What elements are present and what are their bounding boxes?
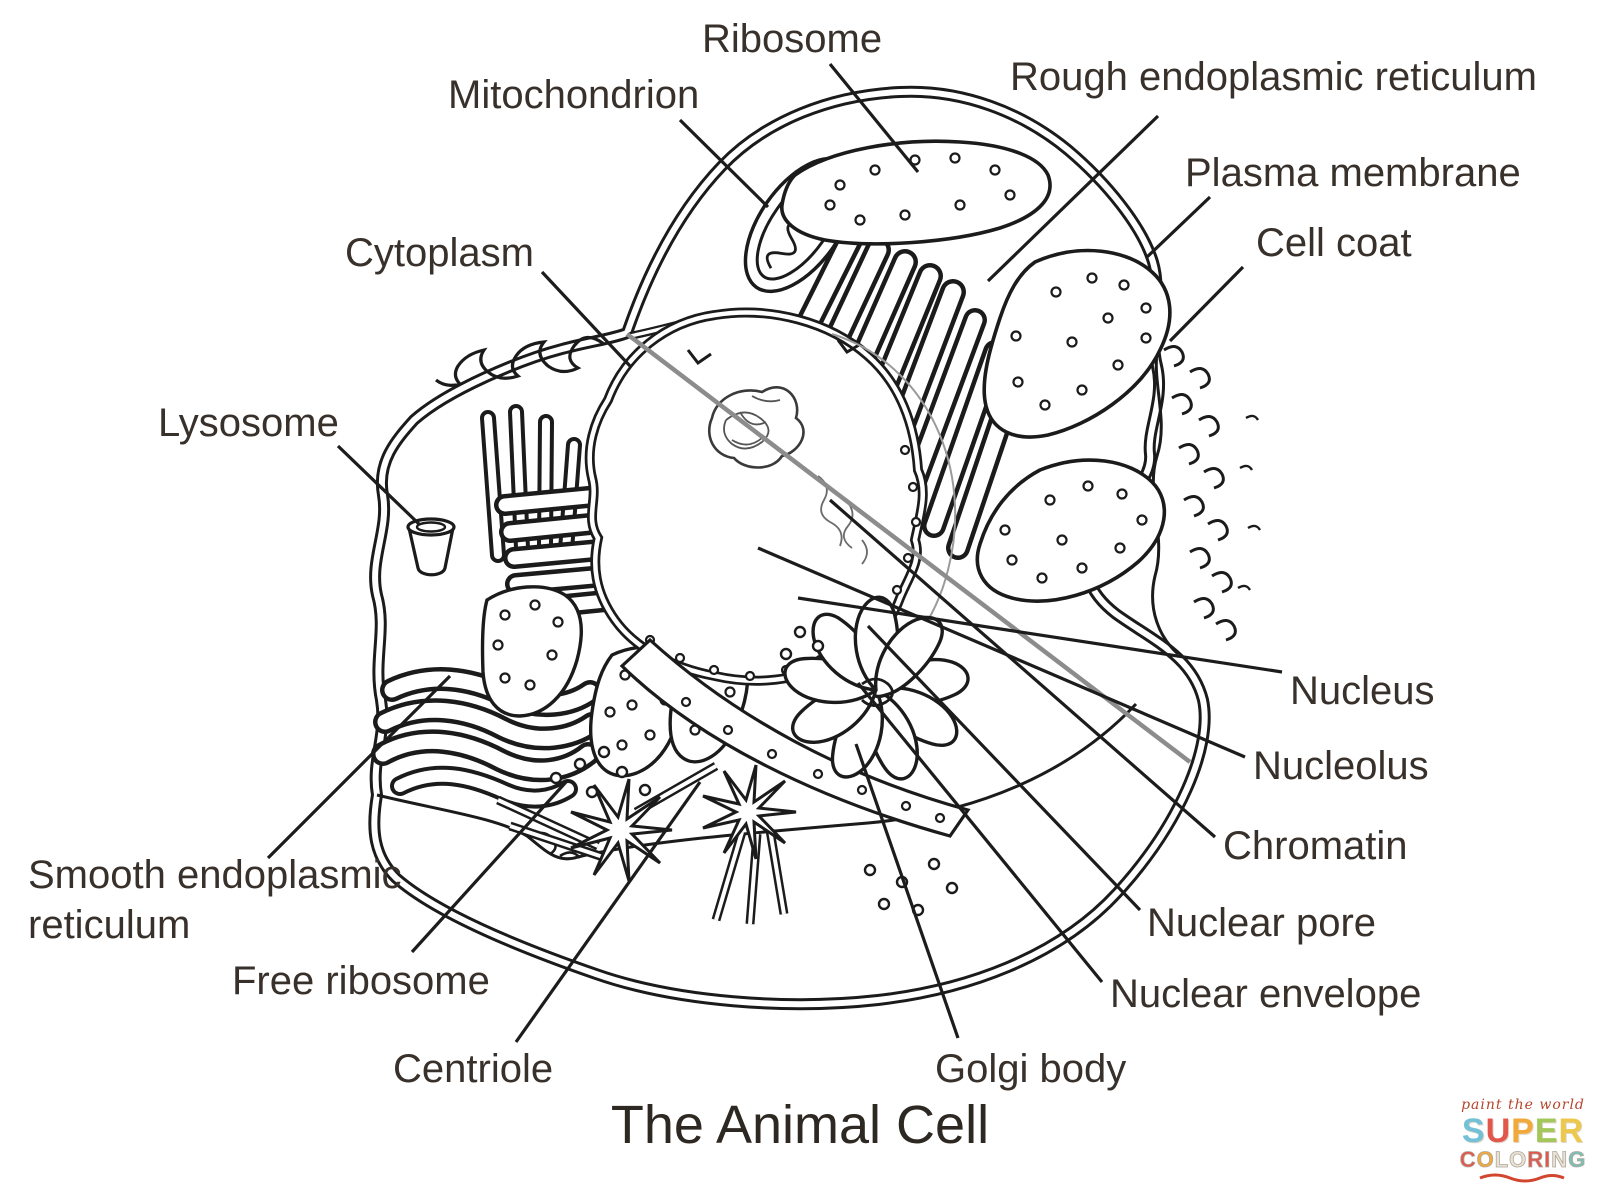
logo-letter: R xyxy=(1527,1147,1545,1172)
logo-coloring: COLORING xyxy=(1448,1147,1598,1172)
logo-letter: L xyxy=(1494,1147,1510,1172)
logo-letter: C xyxy=(1459,1147,1477,1172)
supercoloring-logo: paint the world SUPER COLORING xyxy=(1448,1098,1598,1187)
label-cytoplasm: Cytoplasm xyxy=(345,231,534,275)
centriole-drawing xyxy=(496,762,797,925)
leader-rough-er xyxy=(986,114,1160,283)
logo-letter: U xyxy=(1485,1112,1512,1150)
label-golgi-body: Golgi body xyxy=(935,1047,1127,1091)
logo-super: SUPER xyxy=(1448,1114,1598,1148)
logo-underline-squiggle xyxy=(1479,1173,1565,1183)
label-plasma-membrane: Plasma membrane xyxy=(1185,151,1521,195)
label-ribosome: Ribosome xyxy=(702,17,883,61)
leader-nucleolus xyxy=(757,546,1246,759)
label-free-ribosome: Free ribosome xyxy=(232,959,490,1003)
label-nucleolus: Nucleolus xyxy=(1253,744,1429,788)
label-nucleus: Nucleus xyxy=(1290,669,1435,713)
label-smooth-er: Smooth endoplasmic reticulum xyxy=(28,850,402,950)
leader-lines xyxy=(266,62,1283,1043)
logo-letter: R xyxy=(1558,1112,1585,1150)
label-mitochondrion: Mitochondrion xyxy=(448,73,700,117)
leader-golgi-body xyxy=(854,743,960,1039)
leader-nuclear-envelope xyxy=(856,681,1104,984)
logo-letter: O xyxy=(1476,1147,1495,1172)
logo-letter: O xyxy=(1509,1147,1528,1172)
leader-plasma-membrane xyxy=(1144,195,1212,260)
page-title: The Animal Cell xyxy=(610,1095,990,1155)
leader-lysosome xyxy=(336,444,421,526)
leader-cytoplasm xyxy=(540,270,632,368)
label-cell-coat: Cell coat xyxy=(1256,221,1412,265)
logo-letter: N xyxy=(1551,1147,1569,1172)
logo-letter: E xyxy=(1534,1112,1559,1150)
logo-letter: I xyxy=(1544,1147,1552,1172)
leader-mitochondrion xyxy=(678,118,770,209)
label-rough-er: Rough endoplasmic reticulum xyxy=(1010,55,1537,99)
leader-nuclear-pore xyxy=(866,624,1142,912)
free-ribosome-dots xyxy=(549,625,959,917)
leader-smooth-er xyxy=(266,674,452,860)
leader-free-ribosome xyxy=(410,780,568,954)
label-nuclear-pore: Nuclear pore xyxy=(1147,901,1377,945)
logo-letter: G xyxy=(1568,1147,1587,1172)
logo-letter: S xyxy=(1461,1112,1486,1150)
logo-tagline: paint the world xyxy=(1461,1097,1585,1113)
nucleus-drawing xyxy=(584,307,957,691)
leader-cell-coat xyxy=(1168,265,1245,343)
label-nuclear-envelope: Nuclear envelope xyxy=(1110,972,1422,1016)
leader-ribosome xyxy=(828,62,920,174)
label-centriole: Centriole xyxy=(393,1047,554,1091)
leader-nucleus xyxy=(797,596,1283,674)
nuclear-envelope-band-drawing xyxy=(619,637,971,838)
label-smooth-er-line1: Smooth endoplasmic xyxy=(28,853,402,897)
label-smooth-er-line2: reticulum xyxy=(28,903,191,947)
leader-chromatin xyxy=(828,498,1217,839)
leader-centriole xyxy=(514,781,702,1043)
fold-line xyxy=(625,332,1192,764)
logo-letter: P xyxy=(1511,1112,1535,1150)
cell-coat-drawing xyxy=(1151,337,1262,656)
label-chromatin: Chromatin xyxy=(1223,824,1408,868)
label-lysosome: Lysosome xyxy=(158,401,339,445)
